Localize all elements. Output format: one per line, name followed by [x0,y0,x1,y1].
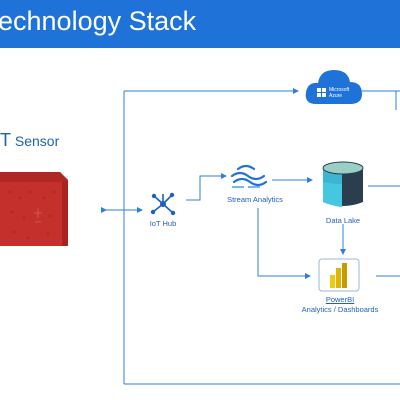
iot-hub-icon [150,192,176,216]
stream-analytics-label: Stream Analytics [227,195,283,204]
azure-cloud-icon: Microsoft Azure [305,70,362,104]
dashboards-label: Analytics / Dashboards [301,305,379,314]
powerbi-icon [318,258,360,292]
iot-sensor-device-icon [0,172,68,246]
stream-powerbi-connector [257,208,311,279]
iot-hub-label: IoT Hub [149,219,177,228]
azure-line1-text: Microsoft [329,87,350,93]
powerbi-label: PowerBI [325,295,355,304]
stream-analytics-icon [230,164,268,188]
data-lake-icon [322,161,364,207]
hub-stream-connector [186,173,227,201]
page-title: echnology Stack [0,6,197,36]
title-bar: echnology Stack [0,0,400,48]
azure-line2-text: Azure [329,93,342,99]
sensor-label: T Sensor [0,130,60,150]
data-lake-label: Data Lake [325,216,361,225]
